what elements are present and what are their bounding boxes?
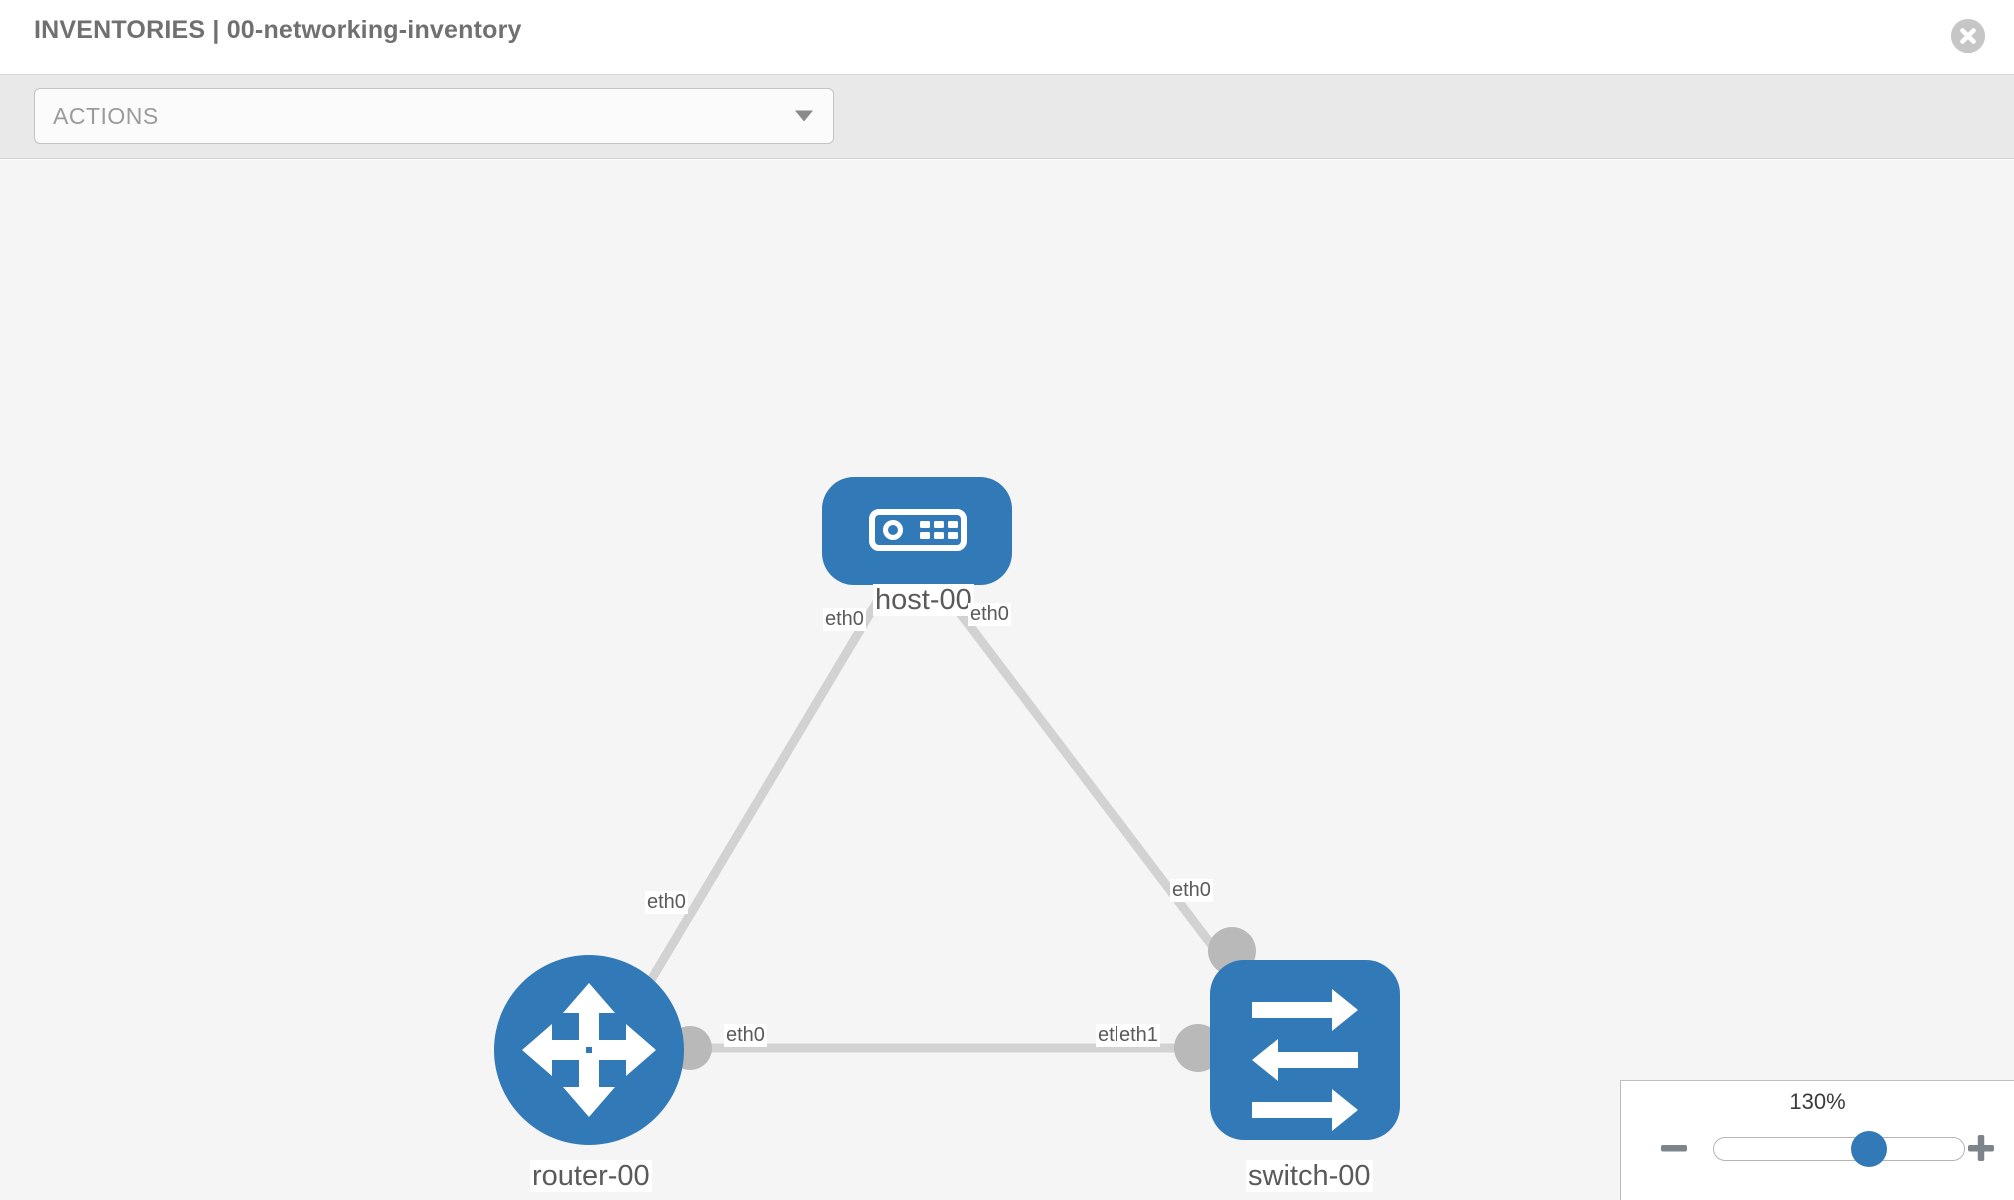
toolbar: ACTIONS SEARCH	[0, 75, 2014, 219]
node-host-00	[822, 477, 1012, 585]
page-title: INVENTORIES | 00-networking-inventory	[34, 16, 522, 44]
page-header: INVENTORIES | 00-networking-inventory	[0, 0, 2014, 75]
iface-label-host-eth0-right: eth0	[968, 603, 1011, 626]
iface-label-router-eth0-trunk: eth0	[724, 1024, 767, 1047]
zoom-slider-thumb[interactable]	[1851, 1131, 1888, 1167]
actions-dropdown-label: ACTIONS	[53, 103, 159, 129]
plus-icon[interactable]	[1966, 1133, 1996, 1163]
iface-label-router-eth0-uplink: eth0	[645, 891, 688, 914]
actions-dropdown[interactable]: ACTIONS	[34, 88, 834, 144]
iface-label-host-eth0-left: eth0	[823, 608, 866, 631]
minus-icon[interactable]	[1659, 1133, 1689, 1163]
zoom-level-value: 130%	[1789, 1089, 1846, 1114]
close-icon[interactable]	[1951, 19, 1985, 53]
topology-links	[616, 577, 1236, 1053]
link-connector-nubs	[668, 563, 1256, 1072]
chevron-down-icon	[795, 110, 813, 122]
iface-label-switch-eth1-trunk: eth1	[1117, 1024, 1160, 1047]
zoom-slider-track[interactable]	[1713, 1137, 1965, 1161]
node-router-00	[494, 955, 684, 1145]
zoom-control-panel: 130%	[1620, 1080, 2014, 1200]
node-label-router-00[interactable]: router-00	[530, 1160, 652, 1193]
node-label-host-00[interactable]: host-00	[873, 584, 974, 617]
iface-label-switch-eth0-uplink: eth0	[1170, 879, 1213, 902]
node-label-switch-00[interactable]: switch-00	[1246, 1160, 1373, 1193]
node-switch-00	[1210, 960, 1400, 1140]
topology-canvas[interactable]: host-00 router-00 switch-00 eth0 eth0 et…	[0, 160, 2014, 1200]
